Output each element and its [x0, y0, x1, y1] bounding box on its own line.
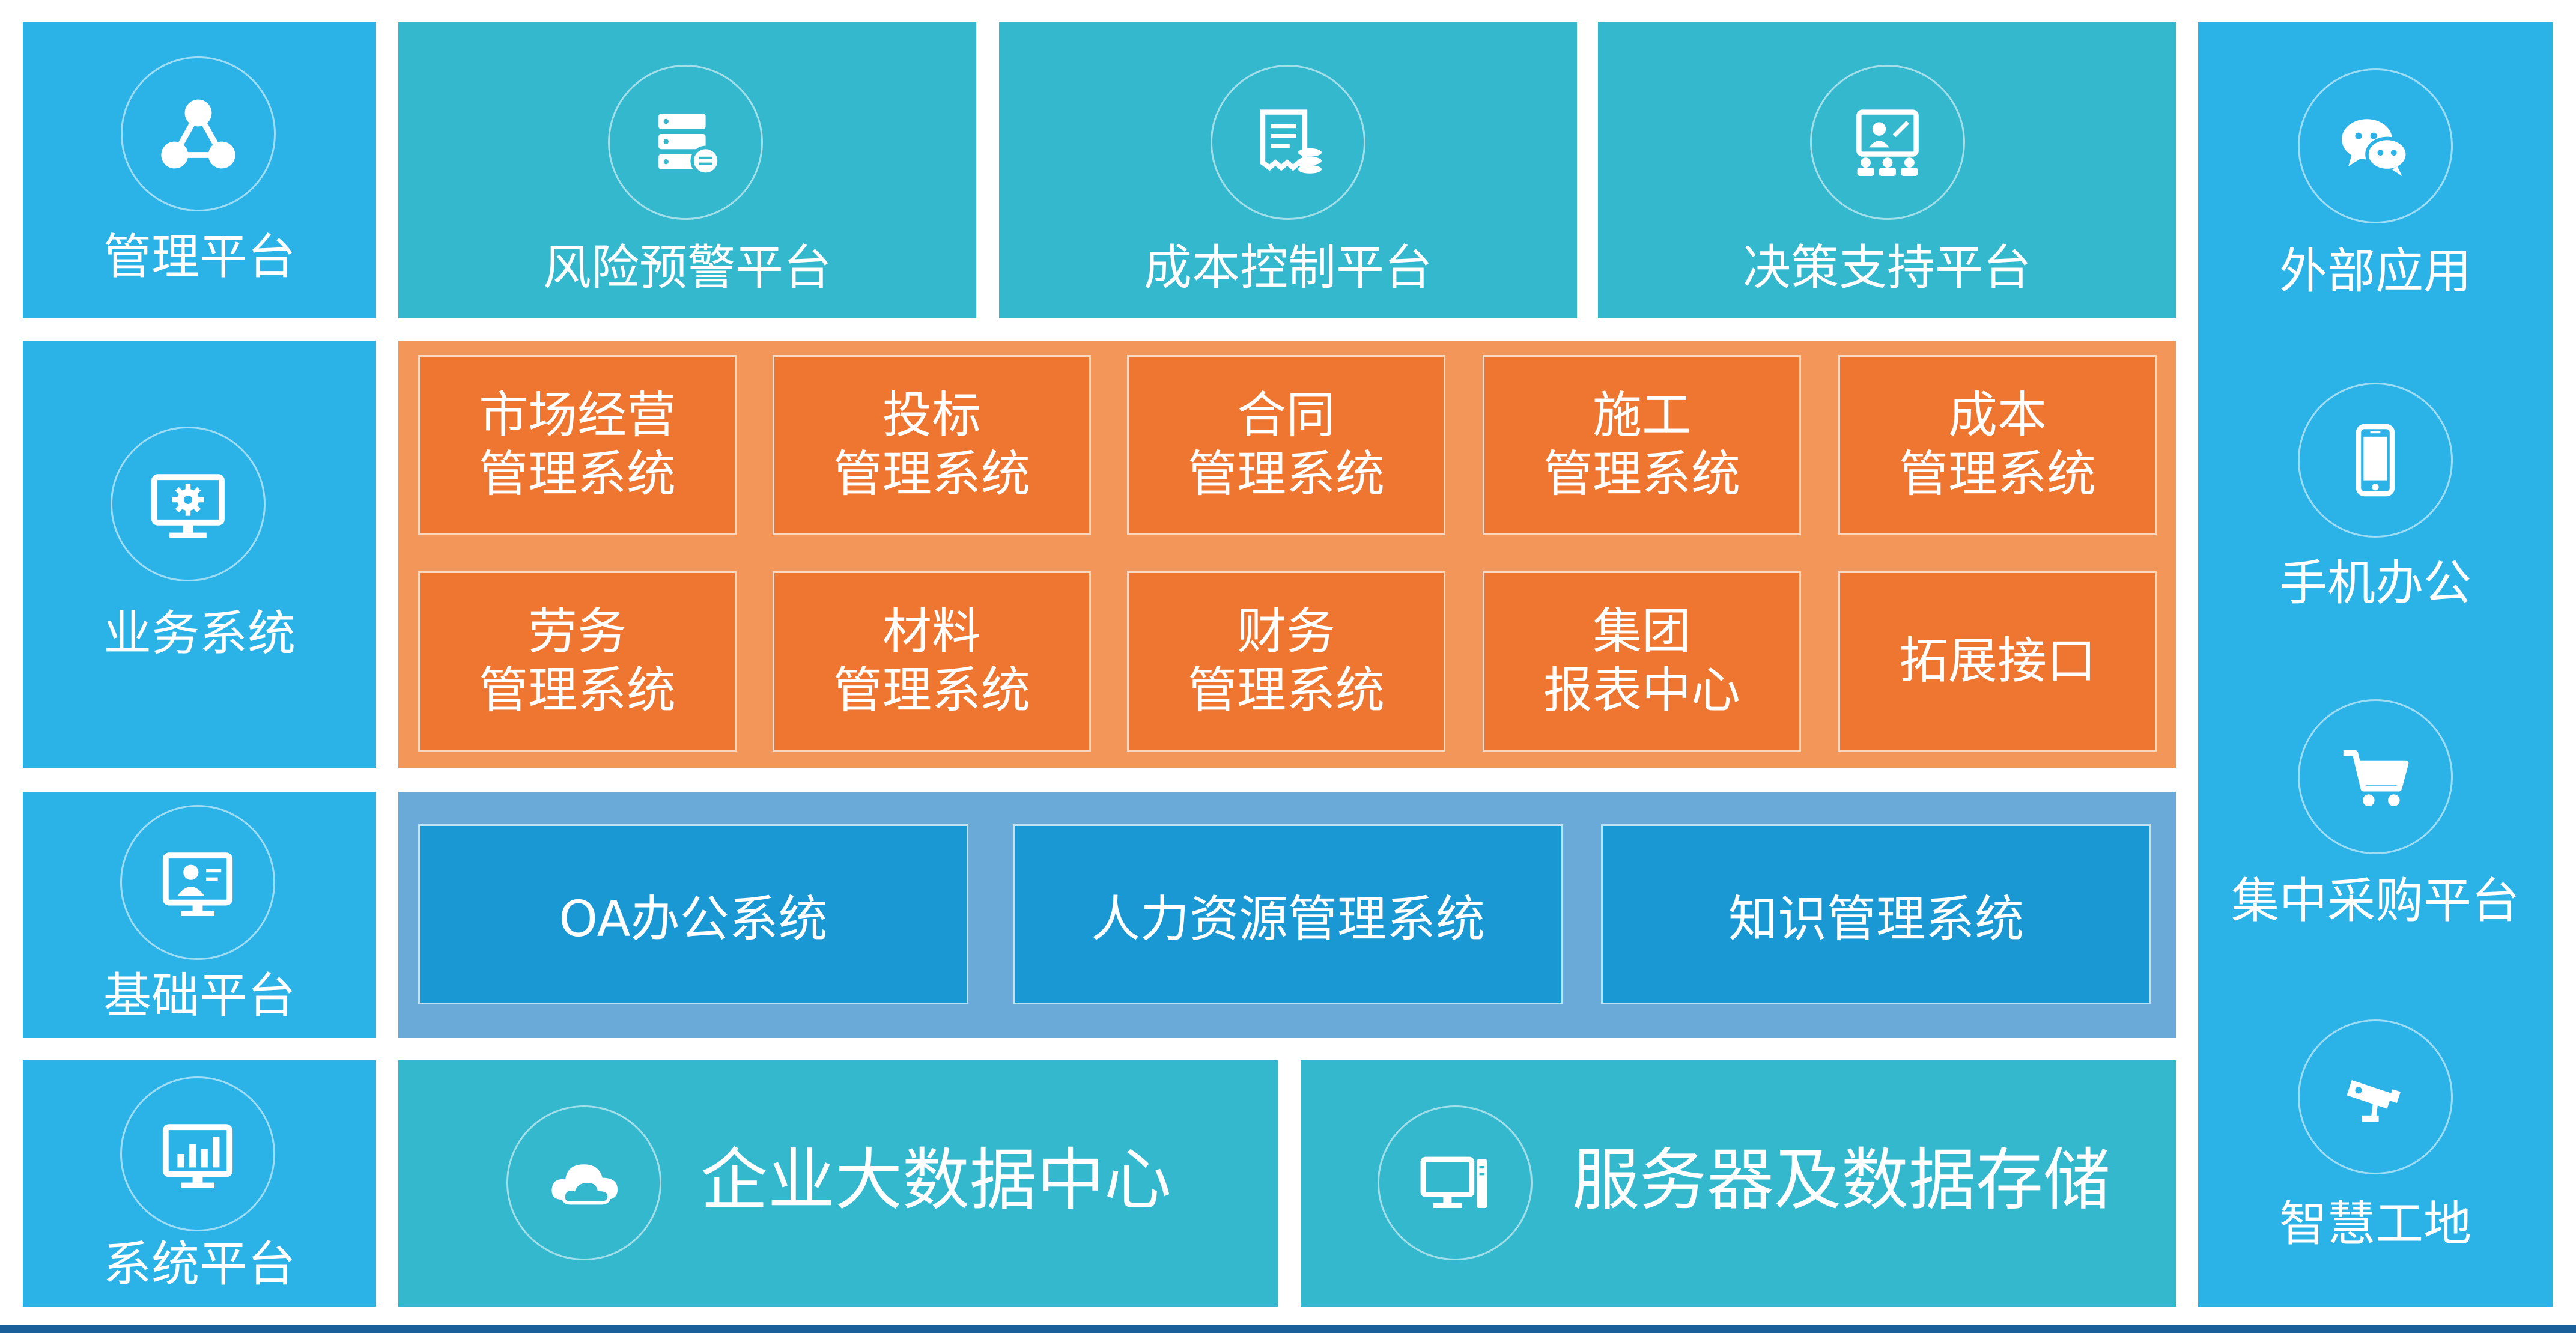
left-block-system: 系统平台: [23, 1060, 376, 1307]
business-cell-line1: 投标: [882, 386, 981, 444]
left-label-system: 系统平台: [103, 1236, 296, 1292]
business-cell: 材料 管理系统: [773, 571, 1091, 752]
bottom-label-server: 服务器及数据存储: [1572, 1141, 2110, 1219]
top-icon-circle: [608, 65, 763, 220]
base-box: OA办公系统: [418, 824, 968, 1004]
top-block-cost: 成本控制平台: [999, 22, 1577, 318]
bottom-block-bigdata: 企业大数据中心: [398, 1060, 1278, 1307]
left-icon-circle: [111, 427, 266, 581]
left-label-business: 业务系统: [103, 606, 296, 661]
bottom-border: [0, 1325, 2576, 1333]
business-cell: 拓展接口: [1838, 571, 2157, 752]
business-cell-line2: 报表中心: [1543, 662, 1740, 719]
right-label-smart-site: 智慧工地: [2279, 1196, 2471, 1252]
business-cell-line1: 施工: [1592, 386, 1691, 444]
bottom-block-server: 服务器及数据存储: [1301, 1060, 2176, 1307]
right-label-external: 外部应用: [2279, 243, 2471, 299]
business-cell-line2: 管理系统: [1898, 446, 2096, 503]
left-icon-circle: [120, 1076, 275, 1231]
smartphone-icon: [2356, 424, 2395, 497]
bottom-icon-circle: [506, 1105, 661, 1260]
left-label-management: 管理平台: [103, 229, 296, 285]
right-icon-circle: [2298, 383, 2453, 538]
business-cell-line2: 管理系统: [833, 662, 1030, 719]
business-cell-line1: 市场经营: [478, 386, 676, 444]
left-icon-circle: [120, 805, 275, 960]
right-icon-circle: [2298, 68, 2453, 223]
business-cell-line1: 财务: [1236, 603, 1335, 660]
business-cell: 成本 管理系统: [1838, 355, 2157, 535]
top-block-risk: 风险预警平台: [398, 22, 976, 318]
right-icon-circle: [2298, 699, 2453, 854]
wechat-chat-icon: [2342, 119, 2409, 177]
base-box: 知识管理系统: [1601, 824, 2151, 1004]
business-cell-line2: 管理系统: [833, 446, 1030, 503]
bottom-label-bigdata: 企业大数据中心: [700, 1141, 1171, 1219]
business-cell-line1: 成本: [1948, 386, 2047, 444]
business-cell-line2: 管理系统: [1187, 662, 1385, 719]
left-label-base: 基础平台: [103, 968, 296, 1024]
top-block-decision: 决策支持平台: [1598, 22, 2176, 318]
business-cell-line1: 劳务: [527, 603, 627, 660]
right-icon-circle: [2298, 1019, 2453, 1174]
business-cell-line1: 拓展接口: [1898, 632, 2096, 690]
top-icon-circle: [1810, 65, 1965, 220]
shopping-cart-icon: [2343, 750, 2409, 806]
business-cell-line2: 管理系统: [1187, 446, 1385, 503]
desktop-server-icon: [1420, 1156, 1487, 1208]
network-nodes-icon: [161, 99, 235, 169]
security-camera-icon: [2347, 1080, 2401, 1122]
business-cell: 集团 报表中心: [1483, 571, 1801, 752]
bottom-icon-circle: [1378, 1105, 1533, 1260]
business-cell-line2: 管理系统: [478, 662, 676, 719]
base-box: 人力资源管理系统: [1013, 824, 1563, 1004]
business-cell-line1: 集团: [1592, 603, 1691, 660]
top-label-cost: 成本控制平台: [1144, 240, 1432, 296]
left-block-management: 管理平台: [23, 22, 376, 318]
business-cell: 施工 管理系统: [1483, 355, 1801, 535]
right-label-mobile: 手机办公: [2279, 555, 2471, 611]
business-cell-line1: 合同: [1236, 386, 1335, 444]
top-label-decision: 决策支持平台: [1743, 240, 2031, 296]
business-cell: 合同 管理系统: [1127, 355, 1445, 535]
business-cell: 市场经营 管理系统: [418, 355, 737, 535]
business-cell: 财务 管理系统: [1127, 571, 1445, 752]
monitor-chart-icon: [162, 1124, 233, 1188]
left-icon-circle: [121, 56, 276, 211]
business-cell: 劳务 管理系统: [418, 571, 737, 752]
receipt-coins-icon: [1260, 109, 1322, 174]
left-block-base: 基础平台: [23, 792, 376, 1038]
server-stack-icon: [658, 114, 721, 176]
top-label-risk: 风险预警平台: [543, 240, 831, 296]
monitor-user-icon: [162, 852, 233, 916]
monitor-gear-icon: [151, 474, 225, 538]
top-icon-circle: [1211, 65, 1365, 220]
business-cell-line2: 管理系统: [478, 446, 676, 503]
left-block-business: 业务系统: [23, 341, 376, 768]
business-cell-line2: 管理系统: [1543, 446, 1740, 503]
business-cell-line1: 材料: [882, 603, 981, 660]
cloud-icon: [551, 1164, 618, 1205]
presentation-board-icon: [1856, 109, 1919, 176]
right-label-procurement: 集中采购平台: [2231, 873, 2520, 929]
right-column: 外部应用 手机办公 集中采购平台 智慧工地: [2198, 22, 2553, 1307]
business-cell: 投标 管理系统: [773, 355, 1091, 535]
